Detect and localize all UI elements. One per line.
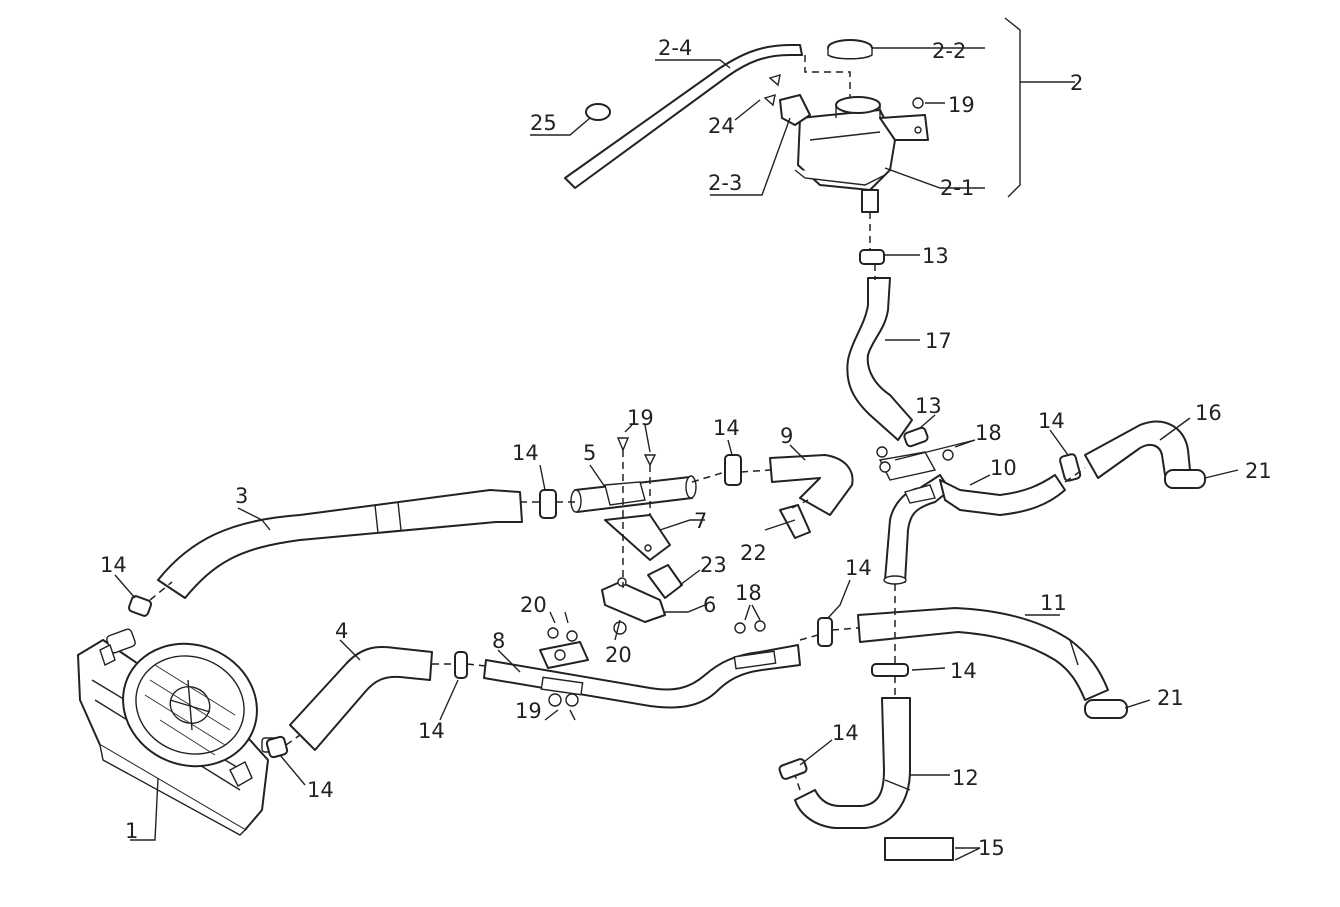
callout-9: 9 bbox=[780, 424, 793, 448]
callout-6: 6 bbox=[703, 593, 716, 617]
assembly-lines bbox=[149, 55, 1086, 791]
hose-clamp-22 bbox=[779, 504, 811, 539]
callout-7: 7 bbox=[694, 509, 707, 533]
callout-19-tank: 19 bbox=[948, 93, 975, 117]
leader-lines bbox=[114, 47, 1239, 861]
callout-5: 5 bbox=[583, 441, 596, 465]
callout-23: 23 bbox=[700, 553, 727, 577]
tank-bracket bbox=[779, 94, 811, 126]
callout-21-lower: 21 bbox=[1157, 686, 1184, 710]
assembly-2-bracket bbox=[1004, 17, 1021, 198]
bracket-6 bbox=[601, 577, 666, 623]
callout-16: 16 bbox=[1195, 401, 1222, 425]
tank-cap bbox=[827, 39, 873, 60]
callout-15: 15 bbox=[978, 836, 1005, 860]
callout-11: 11 bbox=[1040, 591, 1067, 615]
j-hose-12 bbox=[794, 697, 911, 829]
s-hose-17 bbox=[846, 277, 913, 441]
callout-21-upper: 21 bbox=[1245, 459, 1272, 483]
callout-14-radiator-bottom: 14 bbox=[307, 778, 334, 802]
upper-radiator-hose bbox=[157, 489, 523, 599]
callout-4: 4 bbox=[335, 619, 348, 643]
callout-19-lower: 19 bbox=[515, 699, 542, 723]
fasteners bbox=[547, 73, 954, 707]
right-lower-hose-11 bbox=[857, 607, 1109, 701]
callout-14-pipe-right: 14 bbox=[713, 416, 740, 440]
callout-14-lower-center: 14 bbox=[845, 556, 872, 580]
y-pipe-10 bbox=[878, 451, 1066, 585]
callout-25: 25 bbox=[530, 111, 557, 135]
callout-22: 22 bbox=[740, 541, 767, 565]
callout-14-right-upper: 14 bbox=[1038, 409, 1065, 433]
callout-12: 12 bbox=[952, 766, 979, 790]
callout-3: 3 bbox=[235, 484, 248, 508]
bracket-7 bbox=[604, 514, 671, 561]
callout-8: 8 bbox=[492, 629, 505, 653]
callout-20-lower: 20 bbox=[605, 643, 632, 667]
callout-24: 24 bbox=[708, 114, 735, 138]
callout-18-lower: 18 bbox=[735, 581, 762, 605]
elbow-hose-9 bbox=[769, 454, 854, 516]
callout-14-j-hose-top: 14 bbox=[950, 659, 977, 683]
clamp-23 bbox=[647, 564, 683, 599]
lower-coolant-pipe bbox=[483, 641, 801, 709]
expansion-tank bbox=[794, 96, 929, 213]
callout-14-pipe-left: 14 bbox=[512, 441, 539, 465]
callout-18-upper: 18 bbox=[975, 421, 1002, 445]
callout-2-4: 2-4 bbox=[658, 36, 692, 60]
pipe-connector bbox=[570, 475, 697, 513]
overflow-hose bbox=[564, 44, 803, 189]
callout-13-lower: 13 bbox=[915, 394, 942, 418]
hose-clamps-13 bbox=[859, 249, 929, 448]
foam-pad-15 bbox=[884, 837, 954, 861]
callout-14-lower-left: 14 bbox=[418, 719, 445, 743]
callout-17: 17 bbox=[925, 329, 952, 353]
hose-clip-25 bbox=[585, 103, 611, 121]
callout-labels: 1 2 2-1 2-2 2-3 2-4 3 4 5 6 7 8 9 10 11 … bbox=[100, 36, 1272, 860]
callout-2: 2 bbox=[1070, 71, 1083, 95]
callout-2-1: 2-1 bbox=[940, 176, 974, 200]
hose-clamps-21 bbox=[1084, 469, 1206, 719]
radiator-with-fan bbox=[77, 628, 279, 836]
callout-14-radiator-top: 14 bbox=[100, 553, 127, 577]
callout-2-2: 2-2 bbox=[932, 39, 966, 63]
callout-13-upper: 13 bbox=[922, 244, 949, 268]
callout-19-pipe: 19 bbox=[627, 406, 654, 430]
callout-10: 10 bbox=[990, 456, 1017, 480]
lower-left-hose bbox=[289, 646, 433, 751]
callout-20-upper: 20 bbox=[520, 593, 547, 617]
callout-2-3: 2-3 bbox=[708, 171, 742, 195]
callout-14-j-hose-end: 14 bbox=[832, 721, 859, 745]
callout-1: 1 bbox=[125, 819, 138, 843]
